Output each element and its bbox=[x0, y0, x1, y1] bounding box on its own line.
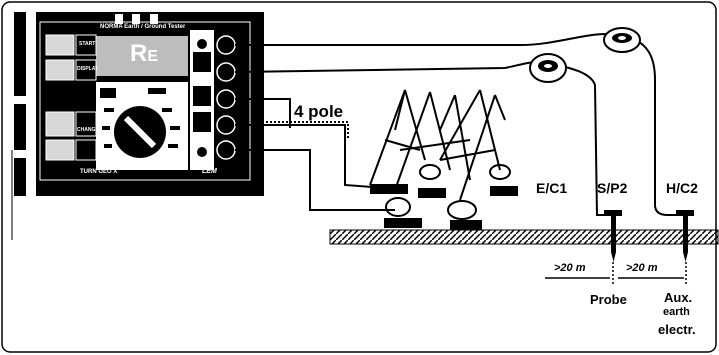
aux-label-1: Aux. bbox=[664, 290, 693, 305]
terminal-e-c1[interactable] bbox=[216, 115, 236, 135]
ground-surface bbox=[329, 229, 719, 245]
aux-electrode-spike bbox=[676, 210, 694, 262]
device-model: TURN GEO X bbox=[80, 169, 118, 175]
change-button[interactable] bbox=[45, 111, 75, 137]
lcd-display bbox=[96, 36, 188, 76]
cable-reel-2 bbox=[603, 27, 641, 53]
light-button[interactable] bbox=[45, 139, 75, 161]
four-pole-link bbox=[262, 121, 349, 140]
terminal-e[interactable] bbox=[216, 140, 236, 160]
terminal-es[interactable] bbox=[216, 89, 236, 109]
change-button-label: CHANGE bbox=[77, 127, 99, 133]
earth-tester-device bbox=[14, 12, 264, 196]
four-pole-label: 4 pole bbox=[294, 102, 344, 121]
cable-reel-1 bbox=[529, 53, 567, 83]
device-header: NORMA Earth / Ground Tester bbox=[100, 24, 186, 30]
display-button-label: DISPLAY bbox=[77, 66, 99, 72]
display-subscript: E bbox=[147, 48, 159, 65]
display-reading: RE bbox=[130, 40, 158, 68]
start-button[interactable] bbox=[45, 34, 75, 56]
probe-label: Probe bbox=[590, 292, 627, 307]
display-button[interactable] bbox=[45, 59, 75, 81]
aux-label-2: earth bbox=[663, 306, 690, 318]
sp2-label: S/P2 bbox=[597, 180, 628, 196]
terminal-s-p2[interactable] bbox=[216, 62, 236, 82]
earth-electrode-network bbox=[369, 89, 511, 220]
electrode-plates bbox=[370, 184, 518, 230]
distance-2-label: >20 m bbox=[626, 262, 658, 274]
display-symbol: R bbox=[130, 40, 148, 67]
ec1-label: E/C1 bbox=[536, 180, 568, 196]
hc2-label: H/C2 bbox=[666, 180, 698, 196]
probe-spike bbox=[604, 210, 622, 262]
distance-1-label: >20 m bbox=[554, 262, 586, 274]
device-brand: LEM bbox=[202, 168, 217, 175]
distance-markers bbox=[545, 262, 687, 285]
aux-label-3: electr. bbox=[658, 322, 696, 337]
terminal-h-c2[interactable] bbox=[216, 35, 236, 55]
start-button-label: START bbox=[79, 41, 96, 47]
